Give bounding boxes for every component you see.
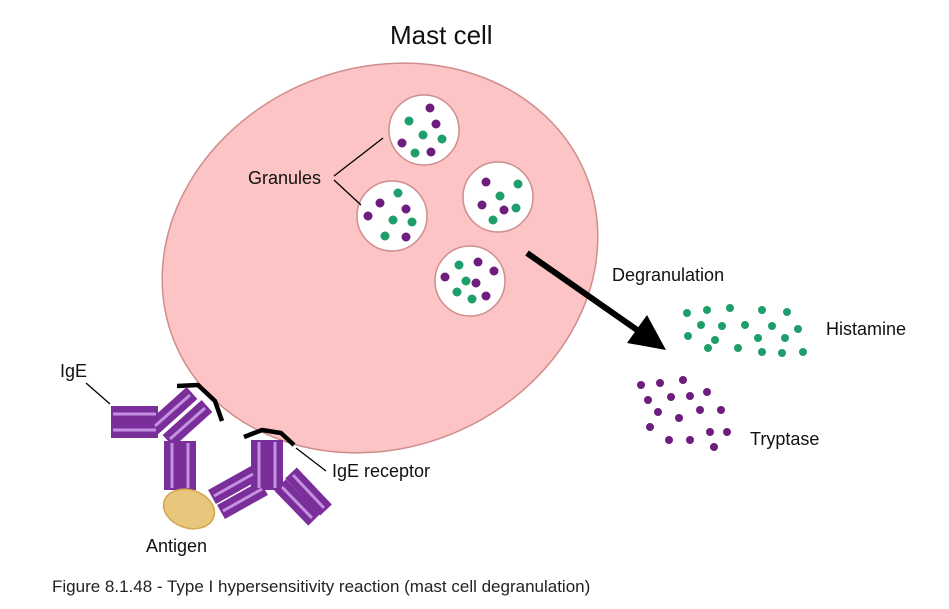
- histamine-label: Histamine: [826, 319, 907, 339]
- granule-4: [434, 245, 506, 317]
- granule-3: [462, 161, 534, 233]
- tryptase-label: Tryptase: [750, 429, 820, 449]
- antigen-label: Antigen: [146, 536, 208, 556]
- ige-leader-line: [85, 382, 111, 405]
- histamine-cluster: [683, 304, 807, 357]
- granule-1: [388, 94, 460, 166]
- ige-receptor-right: [243, 427, 296, 447]
- ige-antibody-right-highlight: [213, 442, 326, 520]
- degranulation-label: Degranulation: [612, 265, 725, 285]
- ige-receptor-label: IgE receptor: [332, 461, 431, 481]
- granules-leader-lines: [333, 137, 384, 206]
- granules-label: Granules: [248, 168, 322, 188]
- ige-antibody-left-highlight: [113, 393, 206, 488]
- ige-receptor-left: [176, 382, 225, 422]
- diagram-title: Mast cell: [390, 20, 493, 50]
- degranulation-arrow: [525, 250, 666, 350]
- granule-2: [356, 180, 428, 252]
- tryptase-cluster: [637, 376, 731, 451]
- figure-caption: Figure 8.1.48 - Type I hypersensitivity …: [52, 577, 591, 596]
- ige-antibody-left: [111, 387, 213, 490]
- mast-cell-body: [161, 62, 599, 454]
- ige-receptor-leader-line: [295, 447, 327, 472]
- antigen-shape: [162, 488, 216, 530]
- ige-label: IgE: [60, 361, 88, 381]
